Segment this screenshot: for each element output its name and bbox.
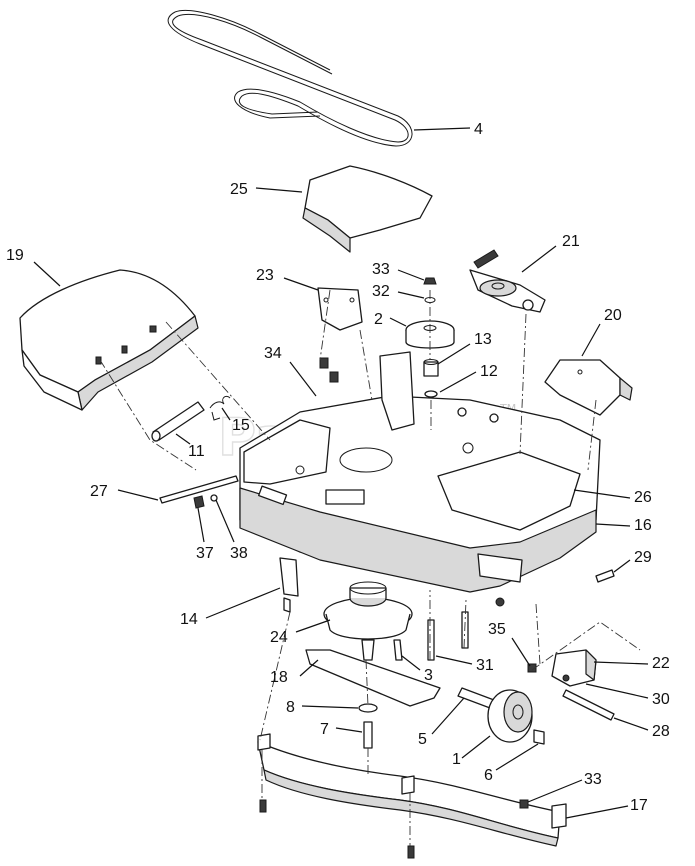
anti-scalp-wheel bbox=[457, 687, 545, 745]
callout-11: 11 bbox=[188, 443, 205, 460]
deck-baffle bbox=[257, 733, 567, 859]
idler-arm bbox=[469, 249, 546, 313]
chute-rod-and-spring bbox=[151, 395, 231, 442]
side-bracket bbox=[544, 359, 633, 416]
callout-17: 17 bbox=[630, 797, 648, 814]
drive-belt bbox=[167, 9, 413, 147]
callout-2: 2 bbox=[374, 311, 383, 328]
cutting-blade bbox=[305, 649, 441, 707]
idler-bracket bbox=[317, 287, 363, 331]
callout-13: 13 bbox=[474, 331, 492, 348]
callout-30: 30 bbox=[652, 691, 670, 708]
spacer-and-washer bbox=[423, 359, 439, 398]
callout-31: 31 bbox=[476, 657, 494, 674]
callout-21: 21 bbox=[562, 233, 580, 250]
callout-14: 14 bbox=[180, 611, 198, 628]
callout-20: 20 bbox=[604, 307, 622, 324]
callout-35: 35 bbox=[488, 621, 506, 638]
belt-cover bbox=[302, 165, 433, 253]
mounting-bracket bbox=[279, 557, 299, 613]
callout-23: 23 bbox=[256, 267, 274, 284]
callout-29: 29 bbox=[634, 549, 652, 566]
pivot-rod-bolts bbox=[159, 475, 239, 509]
callout-4: 4 bbox=[474, 121, 483, 138]
callout-5: 5 bbox=[418, 731, 427, 748]
mower-deck-housing bbox=[239, 351, 601, 607]
anti-scalp-bracket bbox=[527, 649, 615, 721]
callout-1: 1 bbox=[452, 751, 461, 768]
callout-33-upper: 33 bbox=[372, 261, 390, 278]
alignment-lines bbox=[99, 289, 641, 846]
callout-32: 32 bbox=[372, 283, 390, 300]
spindle-bolts bbox=[393, 611, 469, 661]
callout-37: 37 bbox=[196, 545, 214, 562]
callout-24: 24 bbox=[270, 629, 288, 646]
spindle-assembly bbox=[323, 581, 413, 661]
callout-28: 28 bbox=[652, 723, 670, 740]
callout-8: 8 bbox=[286, 699, 295, 716]
leader-lines bbox=[33, 127, 649, 819]
callout-25: 25 bbox=[230, 181, 248, 198]
callout-3: 3 bbox=[424, 667, 433, 684]
callout-19: 19 bbox=[6, 247, 24, 264]
callout-26: 26 bbox=[634, 489, 652, 506]
callout-16: 16 bbox=[634, 517, 652, 534]
callout-labels: 4 25 19 23 33 32 2 21 20 13 12 34 15 11 … bbox=[6, 121, 670, 814]
callout-15: 15 bbox=[232, 417, 250, 434]
discharge-chute bbox=[19, 269, 199, 411]
callout-38: 38 bbox=[230, 545, 248, 562]
callout-6: 6 bbox=[484, 767, 493, 784]
callout-33-lower: 33 bbox=[584, 771, 602, 788]
blade-bolt bbox=[358, 703, 378, 749]
callout-22: 22 bbox=[652, 655, 670, 672]
callout-27: 27 bbox=[90, 483, 108, 500]
deck-pin bbox=[595, 569, 615, 583]
callout-34: 34 bbox=[264, 345, 282, 362]
callout-7: 7 bbox=[320, 721, 329, 738]
callout-18: 18 bbox=[270, 669, 288, 686]
callout-12: 12 bbox=[480, 363, 498, 380]
